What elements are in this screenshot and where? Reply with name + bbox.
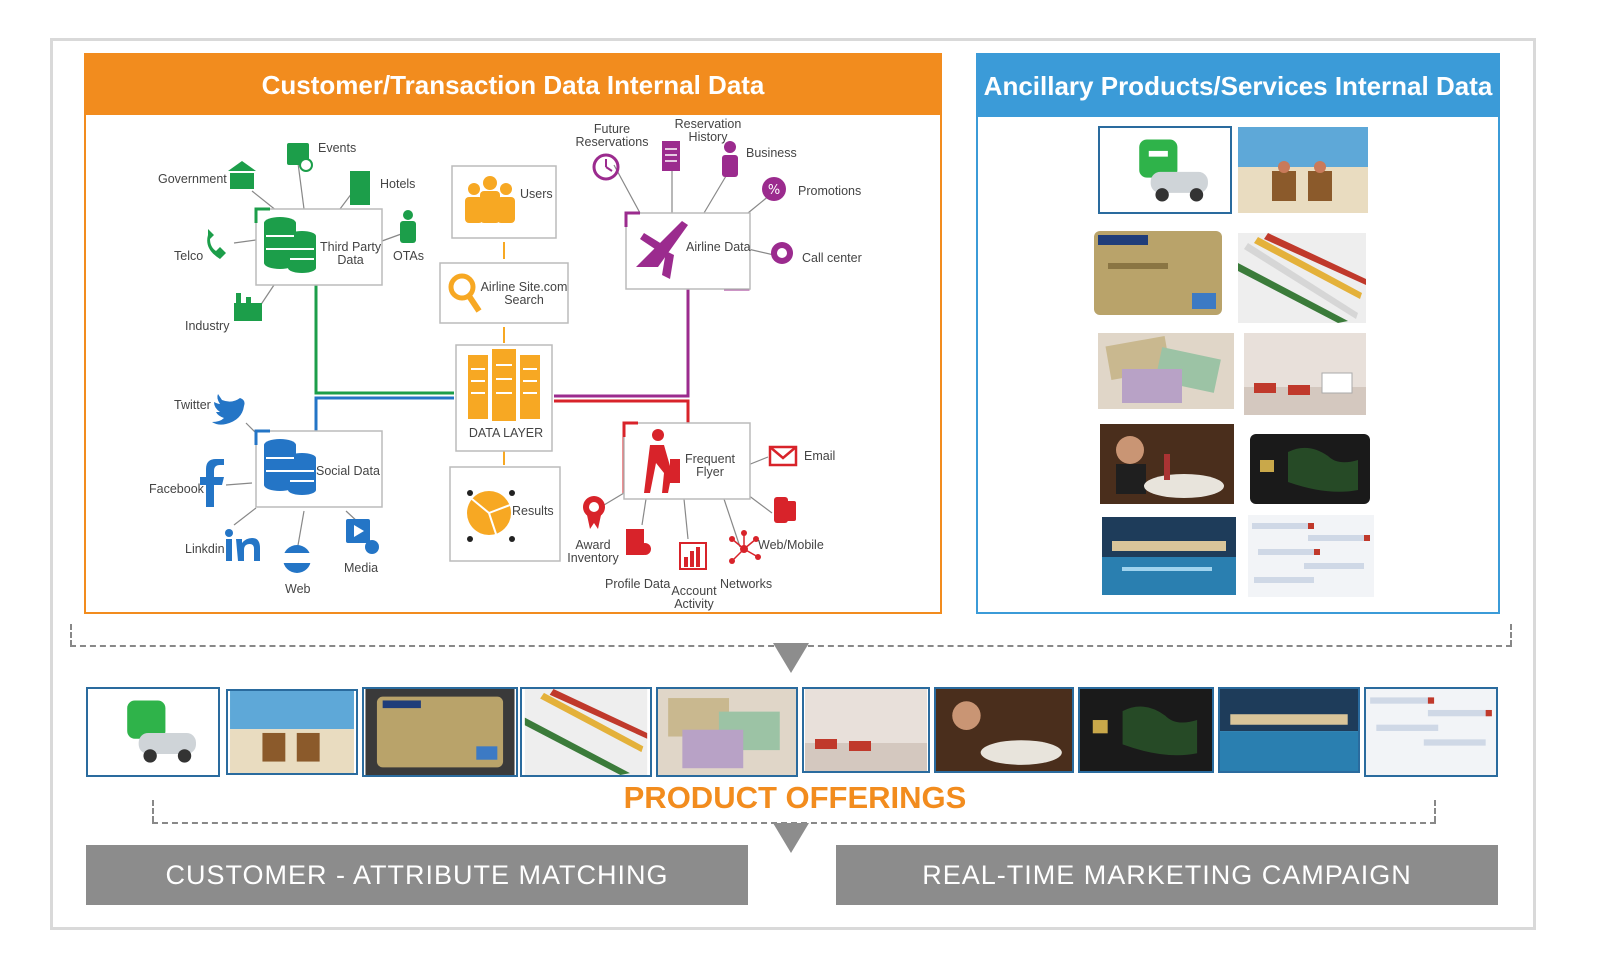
media-icon <box>346 519 379 554</box>
business-label: Business <box>746 147 797 160</box>
government-label: Government <box>158 173 227 186</box>
credit-card-thumbnail <box>1088 223 1226 321</box>
call-center-icon <box>771 242 793 264</box>
hotel-pool-thumbnail <box>1102 517 1236 595</box>
results-label: Results <box>512 505 554 518</box>
promotions-icon: % <box>762 177 786 201</box>
ancillary-products-title: Ancillary Products/Services Internal Dat… <box>978 55 1498 117</box>
industry-label: Industry <box>185 320 229 333</box>
call-center-label: Call center <box>802 252 862 265</box>
account-activity-label: Account Activity <box>662 585 726 611</box>
future-reservations-label: Future Reservations <box>572 123 652 149</box>
users-node <box>452 166 556 238</box>
strip-hotel-pool <box>1218 687 1360 773</box>
reservation-history-icon <box>662 141 680 171</box>
strip-airline-fleet <box>1364 687 1498 777</box>
top-bracket-right-end <box>1510 624 1512 646</box>
future-reservations-icon <box>594 155 618 179</box>
events-label: Events <box>318 142 356 155</box>
top-bracket-left-end <box>70 624 72 646</box>
hotels-label: Hotels <box>380 178 415 191</box>
email-label: Email <box>804 450 835 463</box>
third-party-label: Third Party Data <box>320 241 381 267</box>
pencils-thumbnail <box>1238 233 1366 323</box>
email-icon <box>770 447 796 465</box>
svg-text:%: % <box>768 183 780 198</box>
industry-icon <box>234 293 262 321</box>
bottom-bracket-right-end <box>1434 800 1436 822</box>
account-activity-icon <box>680 543 706 569</box>
strip-black-card <box>1078 687 1214 773</box>
web-label: Web <box>285 583 310 596</box>
networks-label: Networks <box>720 578 772 591</box>
networks-icon <box>729 530 761 564</box>
facebook-label: Facebook <box>149 483 204 496</box>
dining-thumbnail <box>1100 424 1234 504</box>
down-arrow-top <box>773 643 809 673</box>
customer-attribute-matching-bar: CUSTOMER - ATTRIBUTE MATCHING <box>86 845 748 905</box>
beach-thumbnail <box>1238 127 1368 213</box>
airline-fleet-thumbnail <box>1248 515 1374 597</box>
search-label: Airline Site.com Search <box>478 281 570 307</box>
strip-currency <box>656 687 798 777</box>
media-label: Media <box>344 562 378 575</box>
social-data-label: Social Data <box>316 465 380 478</box>
bottom-bracket-left-end <box>152 800 154 822</box>
strip-car-rental <box>86 687 220 777</box>
mobile-icon <box>774 497 796 523</box>
airline-data-label: Airline Data <box>686 241 751 254</box>
users-label: Users <box>520 188 553 201</box>
black-card-thumbnail <box>1248 432 1372 506</box>
web-icon <box>283 545 311 573</box>
lounge-thumbnail <box>1244 333 1366 415</box>
twitter-label: Twitter <box>174 399 211 412</box>
linkedin-icon <box>225 529 260 561</box>
hotels-icon <box>350 171 370 205</box>
currency-thumbnail <box>1098 333 1234 409</box>
strip-dining <box>934 687 1074 773</box>
real-time-marketing-campaign-bar: REAL-TIME MARKETING CAMPAIGN <box>836 845 1498 905</box>
green-connector <box>316 285 454 393</box>
product-offerings-title: PRODUCT OFFERINGS <box>600 780 990 816</box>
telco-icon <box>207 229 226 259</box>
otas-label: OTAs <box>393 250 424 263</box>
business-icon <box>722 141 738 177</box>
strip-pencils <box>520 687 652 777</box>
profile-icon <box>626 529 651 555</box>
strip-beach <box>226 689 358 775</box>
otas-icon <box>400 210 416 243</box>
profile-data-label: Profile Data <box>605 578 670 591</box>
government-icon <box>228 161 256 189</box>
data-flow-diagram: % <box>84 53 942 614</box>
down-arrow-bottom <box>773 823 809 853</box>
award-icon <box>583 496 605 529</box>
reservation-history-label: Reservation History <box>666 118 750 144</box>
frequent-flyer-label: Frequent Flyer <box>678 453 742 479</box>
award-inventory-label: Award Inventory <box>560 539 626 565</box>
web-mobile-label: Web/Mobile <box>758 539 824 552</box>
server-icon <box>468 349 540 421</box>
telco-label: Telco <box>174 250 203 263</box>
car-rental-thumbnail <box>1098 126 1232 214</box>
twitter-icon <box>212 394 245 425</box>
data-layer-label: DATA LAYER <box>458 427 554 440</box>
strip-lounge <box>802 687 930 773</box>
promotions-label: Promotions <box>798 185 861 198</box>
customer-transaction-panel: Customer/Transaction Data Internal Data <box>84 53 942 614</box>
linkedin-label: Linkdin <box>185 543 225 556</box>
events-icon <box>287 143 312 171</box>
strip-credit-card <box>362 687 518 777</box>
